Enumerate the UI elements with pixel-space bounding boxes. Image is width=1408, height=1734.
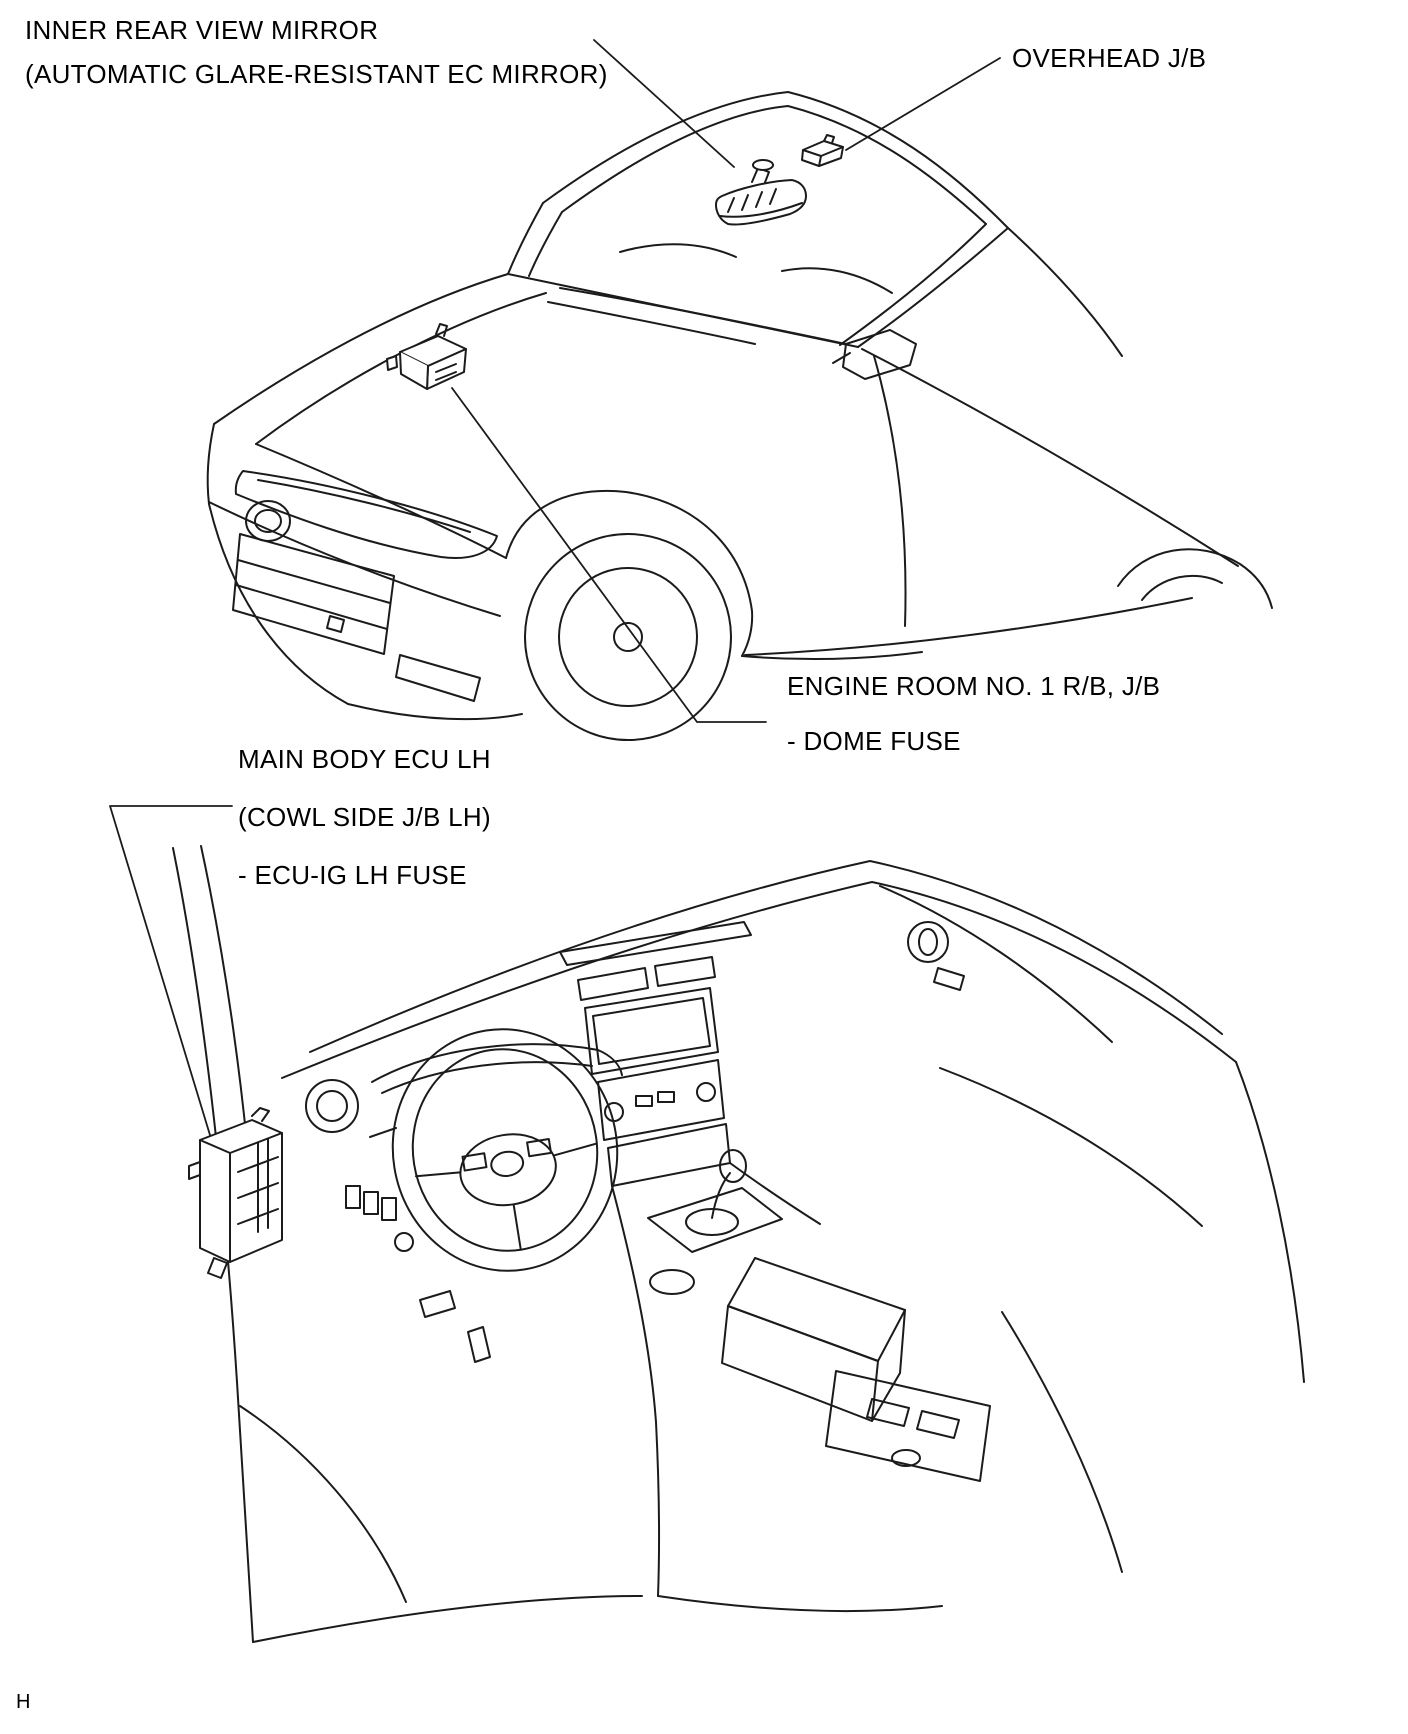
main-body-ecu-component: [188, 1107, 283, 1279]
page-footer-mark: H: [16, 1691, 31, 1713]
label-line: (AUTOMATIC GLARE-RESISTANT EC MIRROR): [25, 59, 608, 89]
label-line: ENGINE ROOM NO. 1 R/B, J/B: [787, 671, 1161, 701]
engine-room-relay-box-component: [386, 323, 467, 390]
label-main-body-ecu: MAIN BODY ECU LH (COWL SIDE J/B LH) - EC…: [238, 746, 491, 888]
label-line: - DOME FUSE: [787, 726, 961, 756]
label-line: MAIN BODY ECU LH: [238, 744, 491, 774]
overhead-junction-box-component: [801, 134, 844, 167]
car-interior-drawing: [172, 845, 1305, 1643]
label-line: INNER REAR VIEW MIRROR: [25, 15, 379, 45]
leader-lines: [109, 39, 1001, 1146]
label-engine-room-rb: ENGINE ROOM NO. 1 R/B, J/B - DOME FUSE: [787, 673, 1160, 754]
label-inner-rear-view-mirror: INNER REAR VIEW MIRROR (AUTOMATIC GLARE-…: [25, 17, 608, 87]
label-line: (COWL SIDE J/B LH): [238, 802, 491, 832]
inner-rear-view-mirror-component: [715, 159, 807, 226]
leader-main-body-ecu: [109, 805, 233, 1146]
label-line: OVERHEAD J/B: [1012, 43, 1207, 73]
leader-inner-mirror: [593, 39, 735, 168]
leader-engine-room-rb: [451, 387, 767, 723]
car-exterior-drawing: [206, 91, 1273, 741]
leader-overhead-jb: [845, 57, 1001, 151]
label-line: - ECU-IG LH FUSE: [238, 860, 467, 890]
label-overhead-jb: OVERHEAD J/B: [1012, 45, 1206, 71]
